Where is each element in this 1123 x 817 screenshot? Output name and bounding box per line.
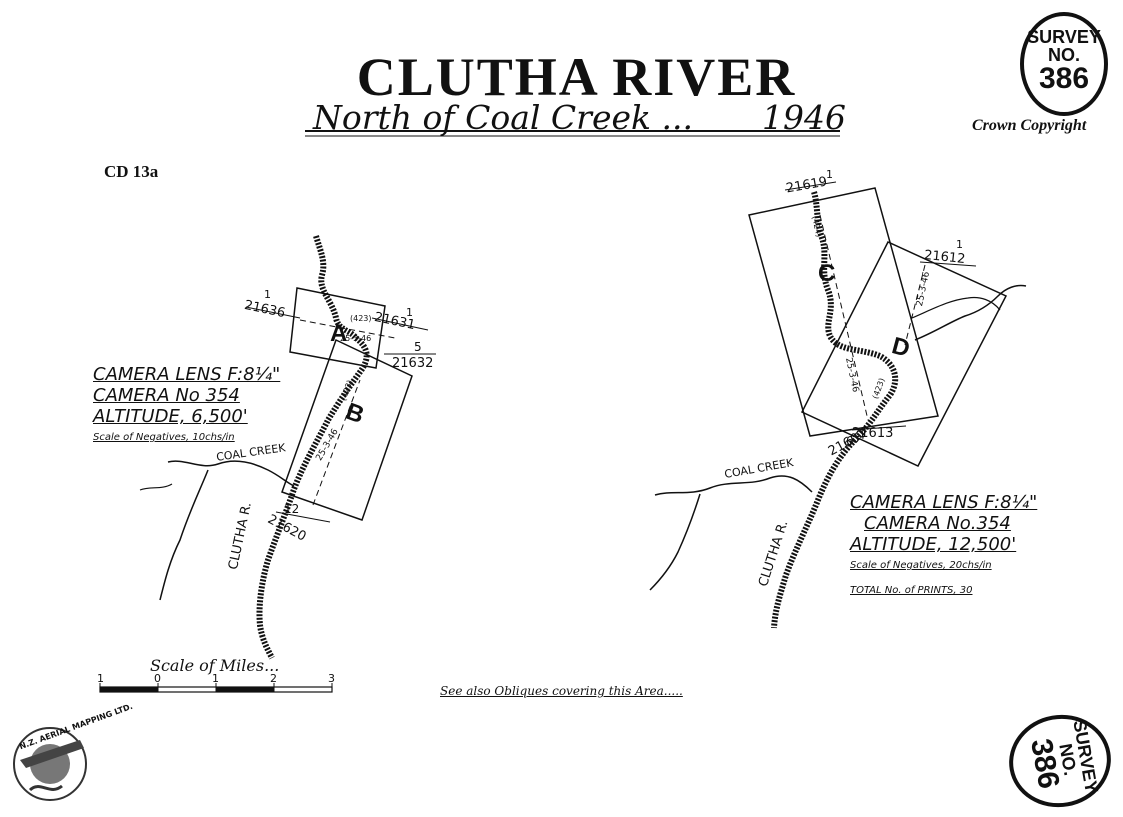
left-run-a-box bbox=[289, 287, 386, 369]
left-footage-a: (423) bbox=[350, 314, 372, 323]
seal-number: 386 bbox=[1038, 62, 1090, 95]
right-tick-21612 bbox=[919, 261, 977, 267]
left-coal-creek bbox=[167, 460, 295, 487]
right-camera-info: CAMERA LENS F:8¼" CAMERA No.354 ALTITUDE… bbox=[850, 492, 1037, 601]
scale-bar bbox=[99, 683, 333, 693]
left-camera-altitude: ALTITUDE, 6,500' bbox=[93, 406, 248, 427]
left-camera-scale: Scale of Negatives, 10chs/in bbox=[93, 432, 235, 443]
right-camera-altitude: ALTITUDE, 12,500' bbox=[850, 534, 1017, 555]
right-run-c-box bbox=[748, 187, 939, 437]
right-coal-creek bbox=[654, 475, 813, 496]
left-camera-number: CAMERA No 354 bbox=[93, 385, 240, 406]
left-coal-creek-branch bbox=[159, 469, 209, 601]
left-flight-a bbox=[299, 319, 396, 339]
scale-tick-2: 2 bbox=[270, 672, 277, 685]
left-run-a-label: A bbox=[330, 320, 348, 347]
seal-line1: SURVEY bbox=[1027, 27, 1101, 47]
right-coal-creek-branch bbox=[649, 493, 701, 591]
scale-caption: Scale of Miles... bbox=[150, 656, 280, 675]
right-run-c-label: C bbox=[818, 260, 836, 287]
right-upper-creek bbox=[914, 284, 1027, 341]
left-camera-info: CAMERA LENS F:8¼" CAMERA No 354 ALTITUDE… bbox=[93, 364, 280, 448]
left-print-n1b: 1 bbox=[406, 306, 413, 319]
catalogue-code: CD 13a bbox=[104, 162, 159, 181]
scale-tick-0: 0 bbox=[154, 672, 161, 685]
see-also-note: See also Obliques covering this Area....… bbox=[440, 684, 683, 698]
nz-aerial-mapping-logo bbox=[13, 727, 87, 801]
left-creek-tail bbox=[139, 483, 173, 491]
left-tick-21631 bbox=[371, 317, 429, 331]
survey-seal-top: SURVEY NO. 386 bbox=[1020, 12, 1108, 116]
left-camera-lens: CAMERA LENS F:8¼" bbox=[93, 364, 281, 385]
page-title: CLUTHA RIVER bbox=[356, 47, 797, 107]
scale-tick-1-left: 1 bbox=[97, 672, 104, 685]
seal-line2: NO. bbox=[1047, 45, 1080, 65]
right-river bbox=[771, 191, 899, 629]
left-river bbox=[256, 235, 370, 660]
right-upper-creek-2 bbox=[911, 296, 1001, 319]
right-flight-d bbox=[904, 264, 926, 346]
right-camera-lens: CAMERA LENS F:8¼" bbox=[850, 492, 1038, 513]
right-flight-c bbox=[819, 214, 869, 421]
right-print-n1: 1 bbox=[826, 168, 833, 181]
right-camera-number: CAMERA No.354 bbox=[864, 513, 1011, 534]
left-print-n5: 5 bbox=[414, 340, 422, 354]
right-print-n6: 6 bbox=[846, 434, 854, 448]
left-run-b-box bbox=[281, 338, 413, 521]
copyright: Crown Copyright bbox=[972, 117, 1087, 134]
left-print-n1: 1 bbox=[264, 288, 271, 301]
left-tick-21636 bbox=[245, 306, 301, 319]
left-flight-b bbox=[312, 379, 361, 506]
scale-tick-3: 3 bbox=[328, 672, 335, 685]
right-camera-scale: Scale of Negatives, 20chs/in bbox=[850, 560, 992, 571]
subtitle-year: 1946 bbox=[762, 98, 846, 137]
right-run-d-box bbox=[800, 241, 1008, 467]
scale-tick-1: 1 bbox=[212, 672, 219, 685]
left-date-a: 25-3-46 bbox=[340, 334, 372, 343]
left-tick-21620 bbox=[275, 511, 331, 523]
right-print-21613: 21613 bbox=[852, 426, 894, 441]
left-print-n12: 12 bbox=[284, 502, 300, 516]
left-print-21632: 21632 bbox=[392, 356, 434, 371]
right-print-n1b: 1 bbox=[956, 238, 963, 251]
right-tick-21619 bbox=[784, 181, 837, 191]
right-tick-21613 bbox=[851, 425, 907, 431]
subtitle: North of Coal Creek ... bbox=[313, 98, 693, 137]
right-camera-prints: TOTAL No. of PRINTS, 30 bbox=[850, 585, 973, 596]
